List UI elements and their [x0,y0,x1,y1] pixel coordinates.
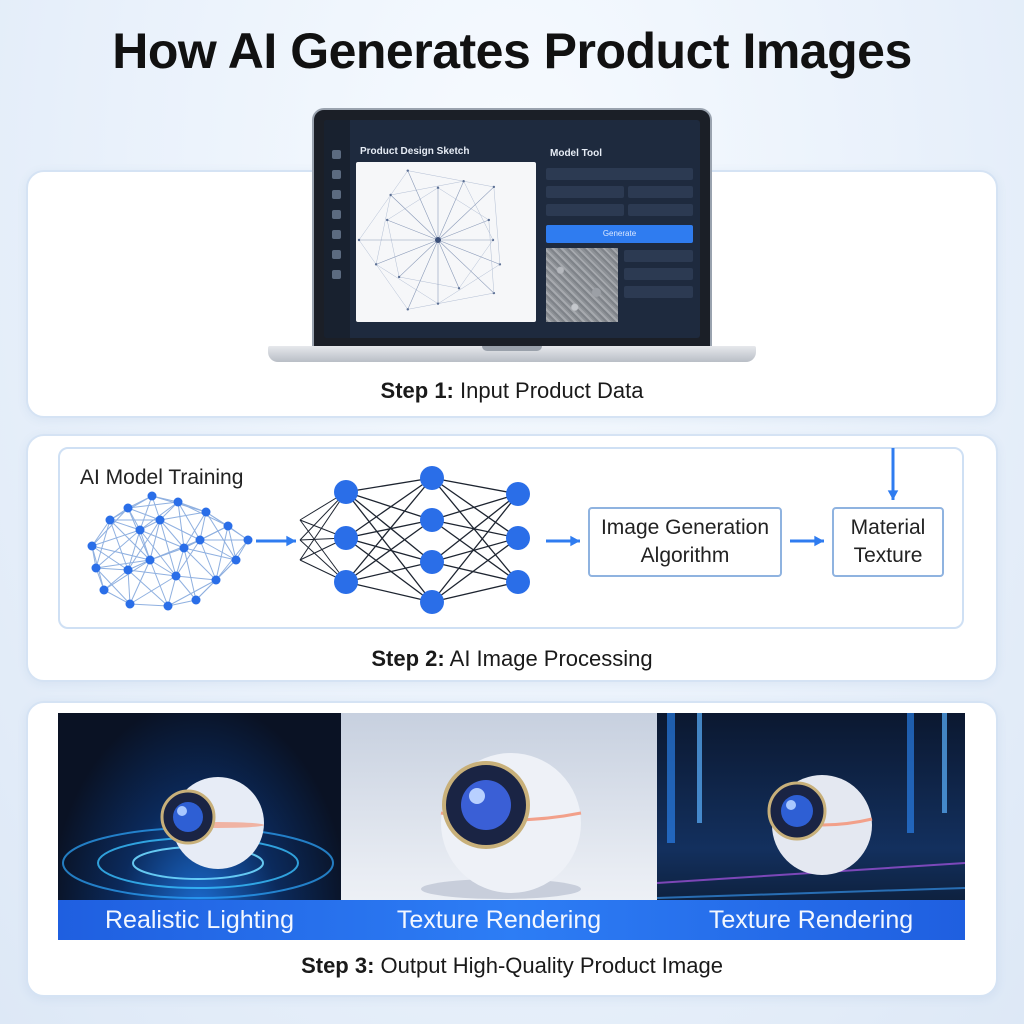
tool-field[interactable] [546,168,693,180]
sketch-node [385,218,389,222]
sketch-node [374,263,378,266]
laptop: Product Design Sketch Model Tool Generat… [268,108,756,364]
sketch-edge [458,239,494,289]
sketch-edge [407,292,494,310]
step1-label: Step 1: Input Product Data [28,378,996,404]
sketch-edge [375,194,391,265]
sketch-edge [358,170,408,241]
sketch-edge [463,181,494,241]
sidebar-tool-icon[interactable] [332,250,341,259]
sketch-node [457,287,461,290]
tool-dropdown[interactable] [628,204,693,216]
algorithm-box: Image Generation Algorithm [588,507,782,577]
sidebar-tool-icon[interactable] [332,210,341,219]
sidebar-tool-icon[interactable] [332,270,341,279]
sketch-edge [398,239,439,278]
step1-label-text: Input Product Data [460,378,644,403]
laptop-lid: Product Design Sketch Model Tool Generat… [312,108,712,348]
step2-label-text: AI Image Processing [449,646,653,671]
texture-preview [546,248,618,322]
sketch-node [435,237,441,243]
sketch-edge [390,194,439,241]
generate-button[interactable]: Generate [546,225,693,243]
wireframe-sketch [357,169,502,311]
step3-label-prefix: Step 3: [301,953,375,978]
page-title: How AI Generates Product Images [112,23,912,79]
caption-texture-rendering-2: Texture Rendering [708,906,914,934]
caption-realistic-lighting: Realistic Lighting [105,906,294,934]
material-texture-box: Material Texture [832,507,944,577]
laptop-base [268,346,756,362]
sketch-edge [437,186,495,241]
ai-model-label: AI Model Training [80,466,244,489]
sketch-edge [407,170,494,188]
sketch-edge [375,264,439,304]
sketch-edge [390,180,464,196]
algorithm-box-line2: Algorithm [640,544,730,567]
material-box-line1: Material [850,516,926,539]
sidebar-tool-icon[interactable] [332,190,341,199]
sketch-node [436,186,440,189]
sketch-edge [407,239,439,310]
tool-field[interactable] [546,204,624,216]
design-sketch-canvas[interactable] [356,162,536,322]
sketch-edge [358,239,408,310]
step3-label-text: Output High-Quality Product Image [380,953,723,978]
sketch-edge [399,276,460,289]
sketch-node [492,291,496,295]
laptop-notch [482,346,542,351]
tool-dropdown[interactable] [624,268,693,280]
sidebar-tool-icon[interactable] [332,230,341,239]
sidebar-tool-icon[interactable] [332,150,341,159]
sketch-node [487,218,491,222]
sketch-node [389,193,392,197]
sketch-edge [437,264,501,304]
tool-dropdown[interactable] [624,286,693,298]
material-box-line2: Texture [853,544,923,567]
sketch-edge [437,187,489,221]
sketch-edge [437,181,464,241]
sketch-edge [437,239,501,265]
laptop-screen: Product Design Sketch Model Tool Generat… [324,120,700,338]
sketch-edge [488,219,495,294]
screen-sidebar [324,120,350,338]
camera-device-studio-scene [421,753,582,899]
camera-device-dark-scene [62,777,334,899]
algorithm-box-line1: Image Generation [600,516,770,539]
step2-label-prefix: Step 2: [371,646,445,671]
camera-device-tech-scene [657,713,965,899]
sketch-node [406,308,409,311]
sketch-edge [387,187,439,221]
sidebar-tool-icon[interactable] [332,170,341,179]
sketch-edge [407,170,439,241]
tool-panel-title: Model Tool [550,148,603,159]
sketch-edge [437,219,489,241]
sketch-node [406,169,409,172]
sketch-edge [386,219,400,277]
sketch-edge [437,239,495,294]
sketch-node [462,179,465,183]
step1-label-prefix: Step 1: [380,378,454,403]
caption-texture-rendering: Texture Rendering [396,906,602,934]
sketch-node [492,185,496,189]
sketch-node [397,275,401,279]
sketch-edge [387,219,439,241]
step2-label: Step 2: AI Image Processing [28,646,996,672]
captions-bar [58,900,965,940]
sketch-edge [375,239,439,265]
step3-label: Step 3: Output High-Quality Product Imag… [28,953,996,979]
sketch-node [357,238,361,242]
sketch-node [436,302,440,305]
canvas-title: Product Design Sketch [360,146,470,157]
sketch-node [491,238,495,242]
tool-dropdown[interactable] [624,250,693,262]
tool-dropdown[interactable] [628,186,693,198]
tool-field[interactable] [546,186,624,198]
sketch-edge [493,186,501,265]
sketch-edge [437,239,460,289]
